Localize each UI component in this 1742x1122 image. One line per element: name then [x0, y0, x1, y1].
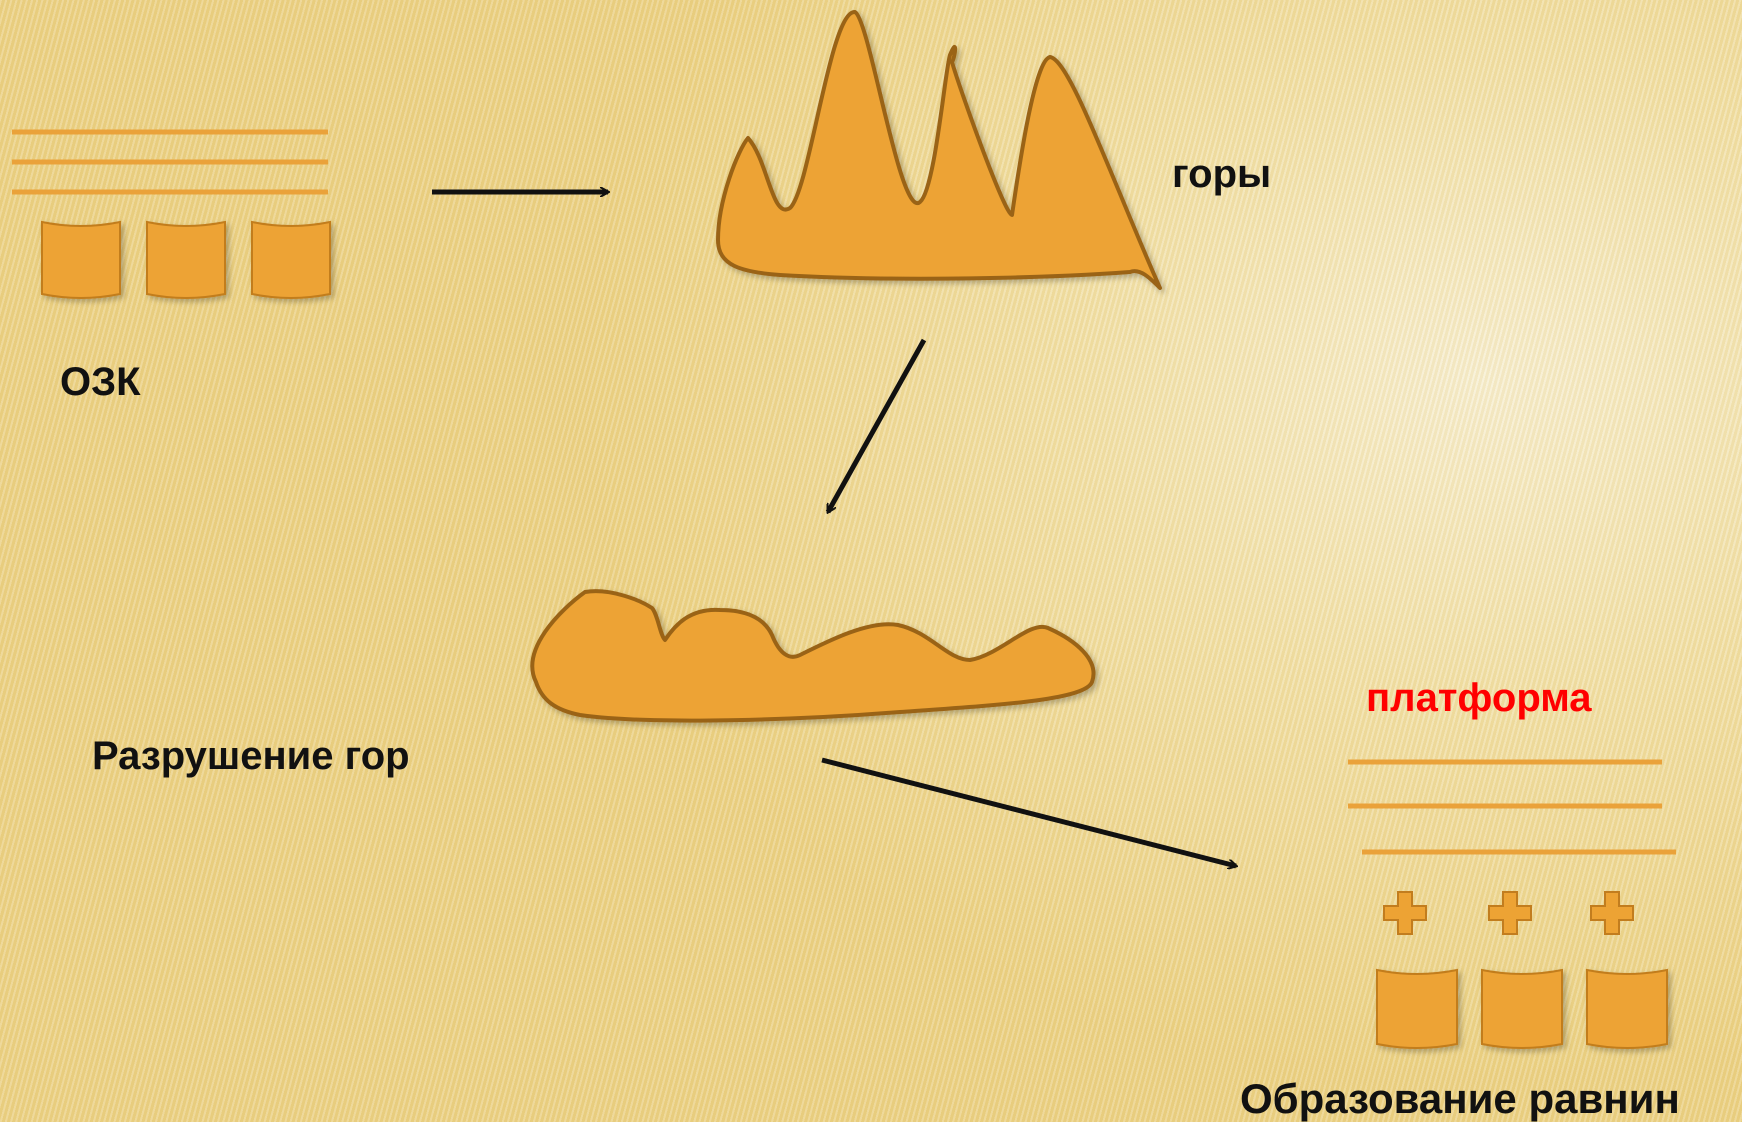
block-icon — [147, 222, 225, 298]
label-plain-formation: Образование равнин — [1240, 1078, 1680, 1120]
plus-icon — [1384, 892, 1426, 934]
block-icon — [1482, 970, 1562, 1048]
platform-blocks — [1377, 970, 1667, 1048]
plus-icon — [1489, 892, 1531, 934]
label-mountains: горы — [1172, 154, 1271, 194]
label-ozk: ОЗК — [60, 362, 141, 402]
eroded-mountains-shape — [532, 591, 1093, 720]
platform-plus-row — [1384, 892, 1633, 934]
platform-layers — [1348, 762, 1676, 852]
arrow-icon — [828, 340, 924, 512]
ozk-blocks — [42, 222, 330, 298]
label-platform: платформа — [1366, 678, 1592, 718]
block-icon — [252, 222, 330, 298]
arrow-icon — [822, 760, 1236, 866]
block-icon — [1377, 970, 1457, 1048]
mountains-shape — [718, 12, 1160, 288]
block-icon — [1587, 970, 1667, 1048]
ozk-layers — [12, 132, 328, 192]
plus-icon — [1591, 892, 1633, 934]
label-destruction: Разрушение гор — [92, 736, 410, 776]
block-icon — [42, 222, 120, 298]
